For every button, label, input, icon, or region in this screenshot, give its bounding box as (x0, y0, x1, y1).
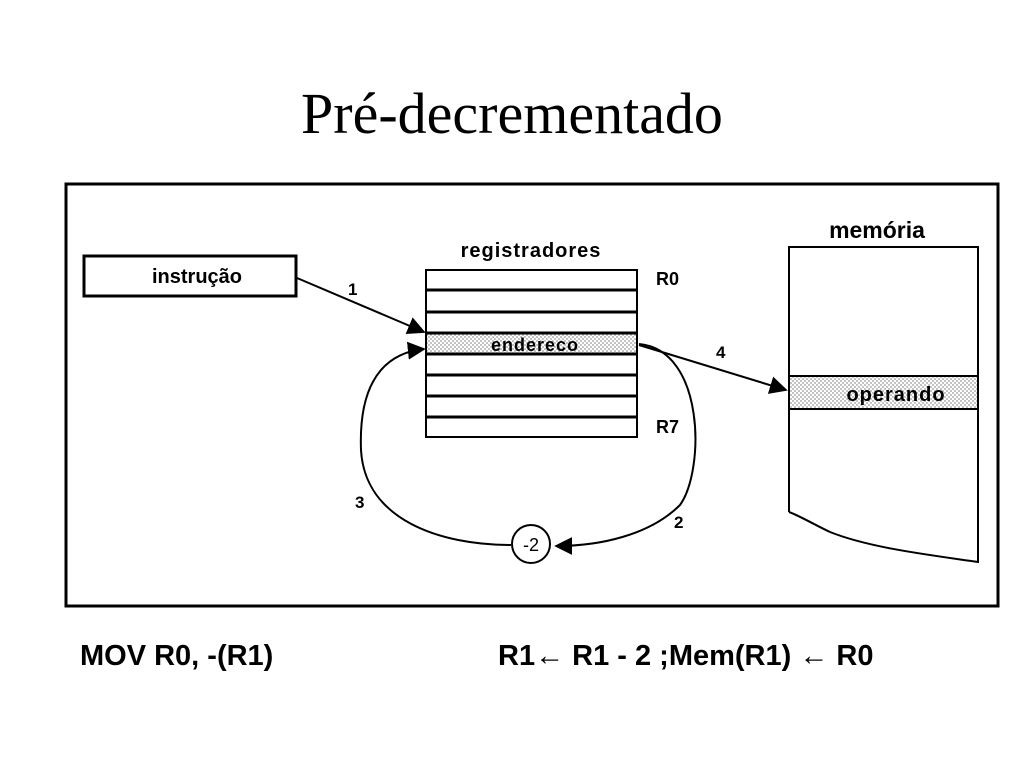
arrow-step-2 (554, 343, 697, 555)
step-label-3: 3 (355, 493, 364, 512)
semantics-caption: R1← R1 - 2 ;Mem(R1) ← R0 (498, 640, 874, 672)
step-label-4: 4 (716, 343, 726, 362)
address-label: endereco (491, 335, 579, 355)
instruction-box: instrução (82, 254, 298, 298)
diagram-frame (64, 182, 1000, 608)
decrement-node: -2 (511, 524, 551, 564)
memory-block: memória operando (788, 217, 979, 564)
r7-label: R7 (656, 417, 679, 437)
arrow-step-1 (296, 277, 426, 334)
arrow-step-3 (359, 341, 512, 546)
step-label-2: 2 (674, 513, 683, 532)
memory-operand-cell (788, 375, 979, 410)
decrement-label: -2 (523, 535, 539, 555)
register-file: registradores endereco R0 R7 (425, 240, 679, 438)
r0-label: R0 (656, 269, 679, 289)
instruction-label: instrução (152, 266, 242, 288)
memory-label: memória (829, 217, 925, 243)
register-address-row (426, 334, 637, 354)
slide-title: Pré-decrementado (301, 81, 723, 146)
registers-label: registradores (461, 240, 602, 262)
operand-label: operando (846, 384, 945, 406)
instruction-caption: MOV R0, -(R1) (80, 640, 274, 672)
step-label-1: 1 (348, 280, 357, 299)
